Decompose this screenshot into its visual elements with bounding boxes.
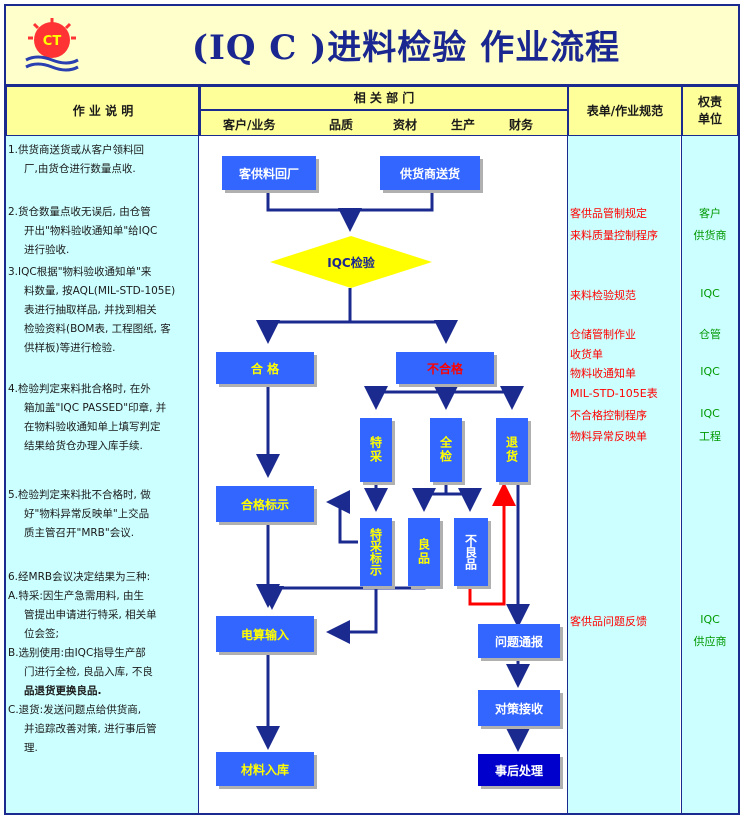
unit-item: IQC	[700, 407, 720, 420]
spec-item: 物料异常反映单	[570, 430, 647, 443]
divider	[198, 86, 199, 813]
page-title: (IQ C )进料检验 作业流程	[191, 28, 621, 68]
spec-item: 来料质量控制程序	[570, 229, 658, 242]
description-3: 3.IQC根据"物料验收通知单"来料数量, 按AQL(MIL-STD-105E)…	[8, 266, 176, 354]
unit-item: IQC	[700, 613, 720, 626]
unit-item: 供应商	[693, 635, 727, 648]
unit-item: 仓管	[699, 328, 721, 341]
computer-entry-box: 电算输入	[216, 616, 314, 652]
dept-quality: 品质	[329, 118, 354, 132]
special-accept-box: 特采	[360, 418, 392, 482]
return-box: 退货	[496, 418, 528, 482]
spec-item: 来料检验规范	[570, 289, 636, 302]
description-column	[6, 86, 198, 813]
spec-item: 物料收通知单	[570, 367, 636, 380]
iqc-inspection-label: IQC检验	[327, 256, 375, 270]
spec-item: 客供品管制规定	[570, 207, 647, 220]
unit-item: 供货商	[693, 229, 727, 242]
company-logo: CT	[25, 18, 79, 72]
full-inspect-box: 全检	[430, 418, 462, 482]
pass-box: 合 格	[216, 352, 314, 384]
unit-item: 工程	[699, 430, 721, 443]
iqc-inspection-diamond	[270, 236, 432, 288]
supplier-delivery-box: 供货商送货	[380, 156, 480, 190]
description-4: 4.检验判定来料批合格时, 在外箱加盖"IQC PASSED"印章, 并在物料验…	[8, 383, 167, 452]
logo-text: CT	[43, 34, 62, 49]
description-5: 5.检验判定来料批不合格时, 做好"物料异常反映单"上交品质主管召开"MRB"会…	[8, 489, 151, 539]
header-departments: 相 关 部 门	[200, 86, 568, 110]
header-responsible: 权责 单位	[682, 86, 738, 136]
unit-item: 客户	[699, 207, 721, 220]
spec-item: 不合格控制程序	[570, 409, 647, 422]
divider	[567, 86, 568, 813]
fail-box: 不合格	[396, 352, 494, 384]
spec-item: 收货单	[570, 348, 603, 361]
good-box: 良品	[408, 518, 440, 586]
dept-production: 生产	[451, 118, 476, 132]
defective-box: 不良品	[454, 518, 488, 586]
spec-item: MIL-STD-105E表	[570, 387, 658, 400]
warehouse-in-box: 材料入库	[216, 752, 314, 786]
dept-materials: 资材	[393, 118, 418, 132]
dept-finance: 财务	[509, 118, 534, 132]
dept-customer: 客户/业务	[223, 118, 276, 132]
countermeasure-box: 对策接收	[478, 690, 560, 726]
header-dept-list: 客户/业务 品质 资材 生产 财务	[200, 110, 568, 136]
unit-item: IQC	[700, 365, 720, 378]
unit-item: IQC	[700, 287, 720, 300]
header-description: 作 业 说 明	[6, 86, 200, 136]
customer-material-box: 客供料回厂	[222, 156, 316, 190]
forms-column	[568, 86, 680, 813]
divider	[681, 86, 682, 813]
special-mark-box: 特采标示	[360, 518, 392, 586]
description-6: 6.经MRB会议决定结果为三种: A.特采:因生产急需用料, 由生管提出申请进行…	[8, 571, 157, 754]
spec-item: 仓储管制作业	[570, 328, 636, 341]
title-bar: CT (IQ C )进料检验 作业流程	[6, 6, 738, 86]
description-1: 1.供货商送货或从客户领料回厂,由货仓进行数量点收.	[8, 144, 145, 175]
header-forms: 表单/作业规范	[568, 86, 682, 136]
follow-up-box: 事后处理	[478, 754, 560, 786]
issue-report-box: 问题通报	[478, 624, 560, 658]
spec-item: 客供品问题反馈	[570, 615, 647, 628]
responsible-column	[682, 86, 738, 813]
pass-mark-box: 合格标示	[216, 486, 314, 522]
